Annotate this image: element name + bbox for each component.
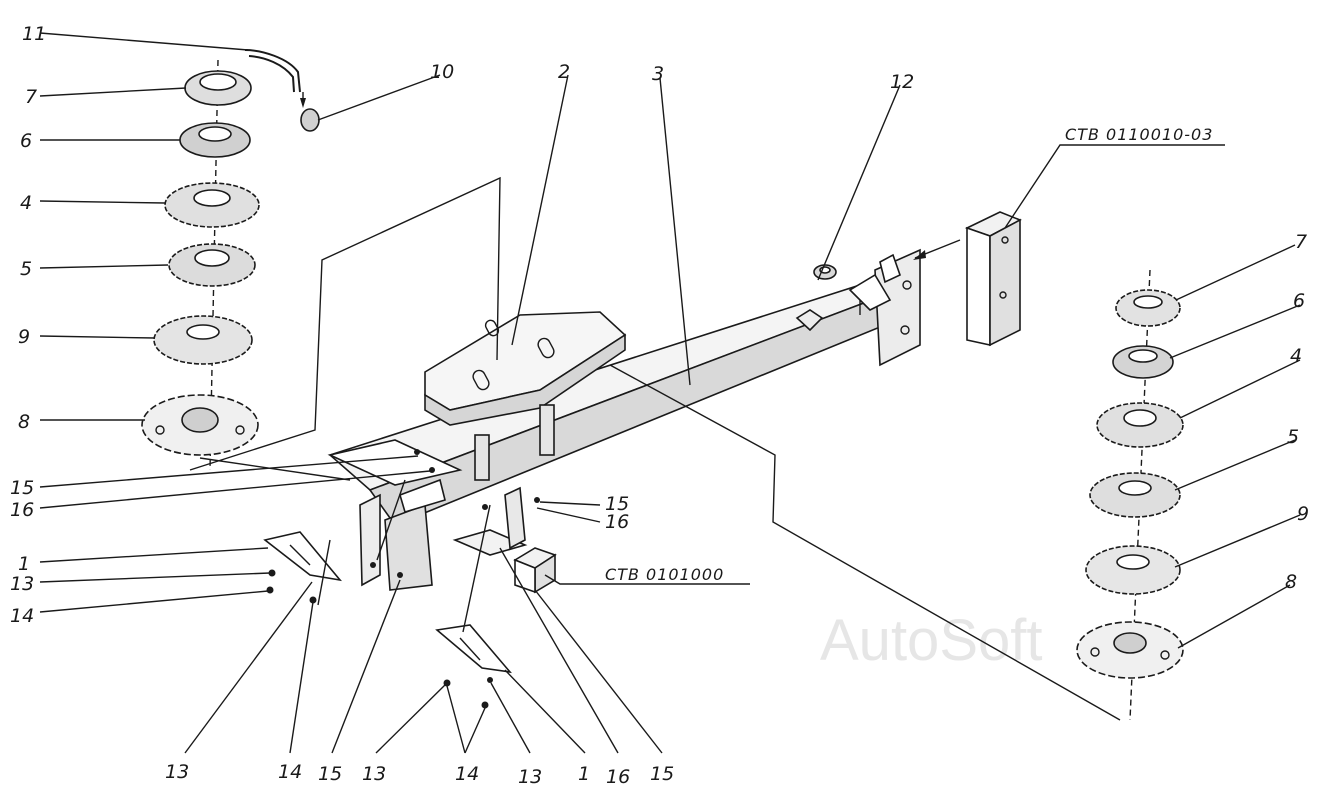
callout-1-left: 1 <box>18 553 30 575</box>
callout-4-left: 4 <box>20 192 32 214</box>
pins <box>474 404 555 481</box>
callout-labels: 11 7 6 4 5 9 8 10 2 3 12 СТВ 0110010-03 … <box>10 23 1309 788</box>
assembly-code-left: СТВ 0101000 <box>605 565 724 584</box>
callout-9-left: 9 <box>18 326 30 348</box>
leader-lines <box>39 32 1301 754</box>
callout-16-bottom: 16 <box>606 766 630 788</box>
beam <box>328 248 921 526</box>
callout-7-left: 7 <box>25 86 37 108</box>
callout-4-right: 4 <box>1290 345 1302 367</box>
callout-13-bottom-2: 13 <box>362 763 386 785</box>
callout-16-mid: 16 <box>605 511 629 533</box>
callout-9-right: 9 <box>1297 503 1309 525</box>
callout-5-right: 5 <box>1287 426 1299 448</box>
callout-13-bottom-1: 13 <box>165 761 189 783</box>
assembly-code-right: СТВ 0110010-03 <box>1065 125 1213 144</box>
callout-12: 12 <box>890 71 914 93</box>
callout-7-right: 7 <box>1295 231 1307 253</box>
left-sprocket-stack <box>141 59 260 471</box>
right-cap <box>913 211 1022 347</box>
callout-8-left: 8 <box>18 411 30 433</box>
callout-13-left: 13 <box>10 573 34 595</box>
callout-15-mid: 15 <box>605 493 629 515</box>
callout-14-bottom-1: 14 <box>278 761 302 783</box>
callout-2: 2 <box>558 61 570 83</box>
callout-10: 10 <box>430 61 454 83</box>
callout-5-left: 5 <box>20 258 32 280</box>
assembly-lines <box>189 176 1121 721</box>
callout-6-left: 6 <box>20 130 32 152</box>
callout-13-bottom-3: 13 <box>518 766 542 788</box>
callout-15-left: 15 <box>10 477 34 499</box>
brackets <box>327 439 528 591</box>
callout-8-right: 8 <box>1285 571 1297 593</box>
callout-14-bottom-2: 14 <box>455 763 479 785</box>
callout-11: 11 <box>22 23 46 45</box>
wing-blades <box>263 531 512 674</box>
right-sprocket-stack <box>1076 269 1184 721</box>
callout-14-left: 14 <box>10 605 34 627</box>
callout-15-bottom-2: 15 <box>650 763 674 785</box>
mounting-plate <box>424 311 627 426</box>
callout-6-right: 6 <box>1293 290 1305 312</box>
callout-16-left: 16 <box>10 499 34 521</box>
tube-and-nut <box>244 49 320 132</box>
callout-1-bottom: 1 <box>578 763 590 785</box>
watermark: AutoSoft <box>820 608 1042 673</box>
callout-15-bottom-1: 15 <box>318 763 342 785</box>
callout-3: 3 <box>652 63 664 85</box>
